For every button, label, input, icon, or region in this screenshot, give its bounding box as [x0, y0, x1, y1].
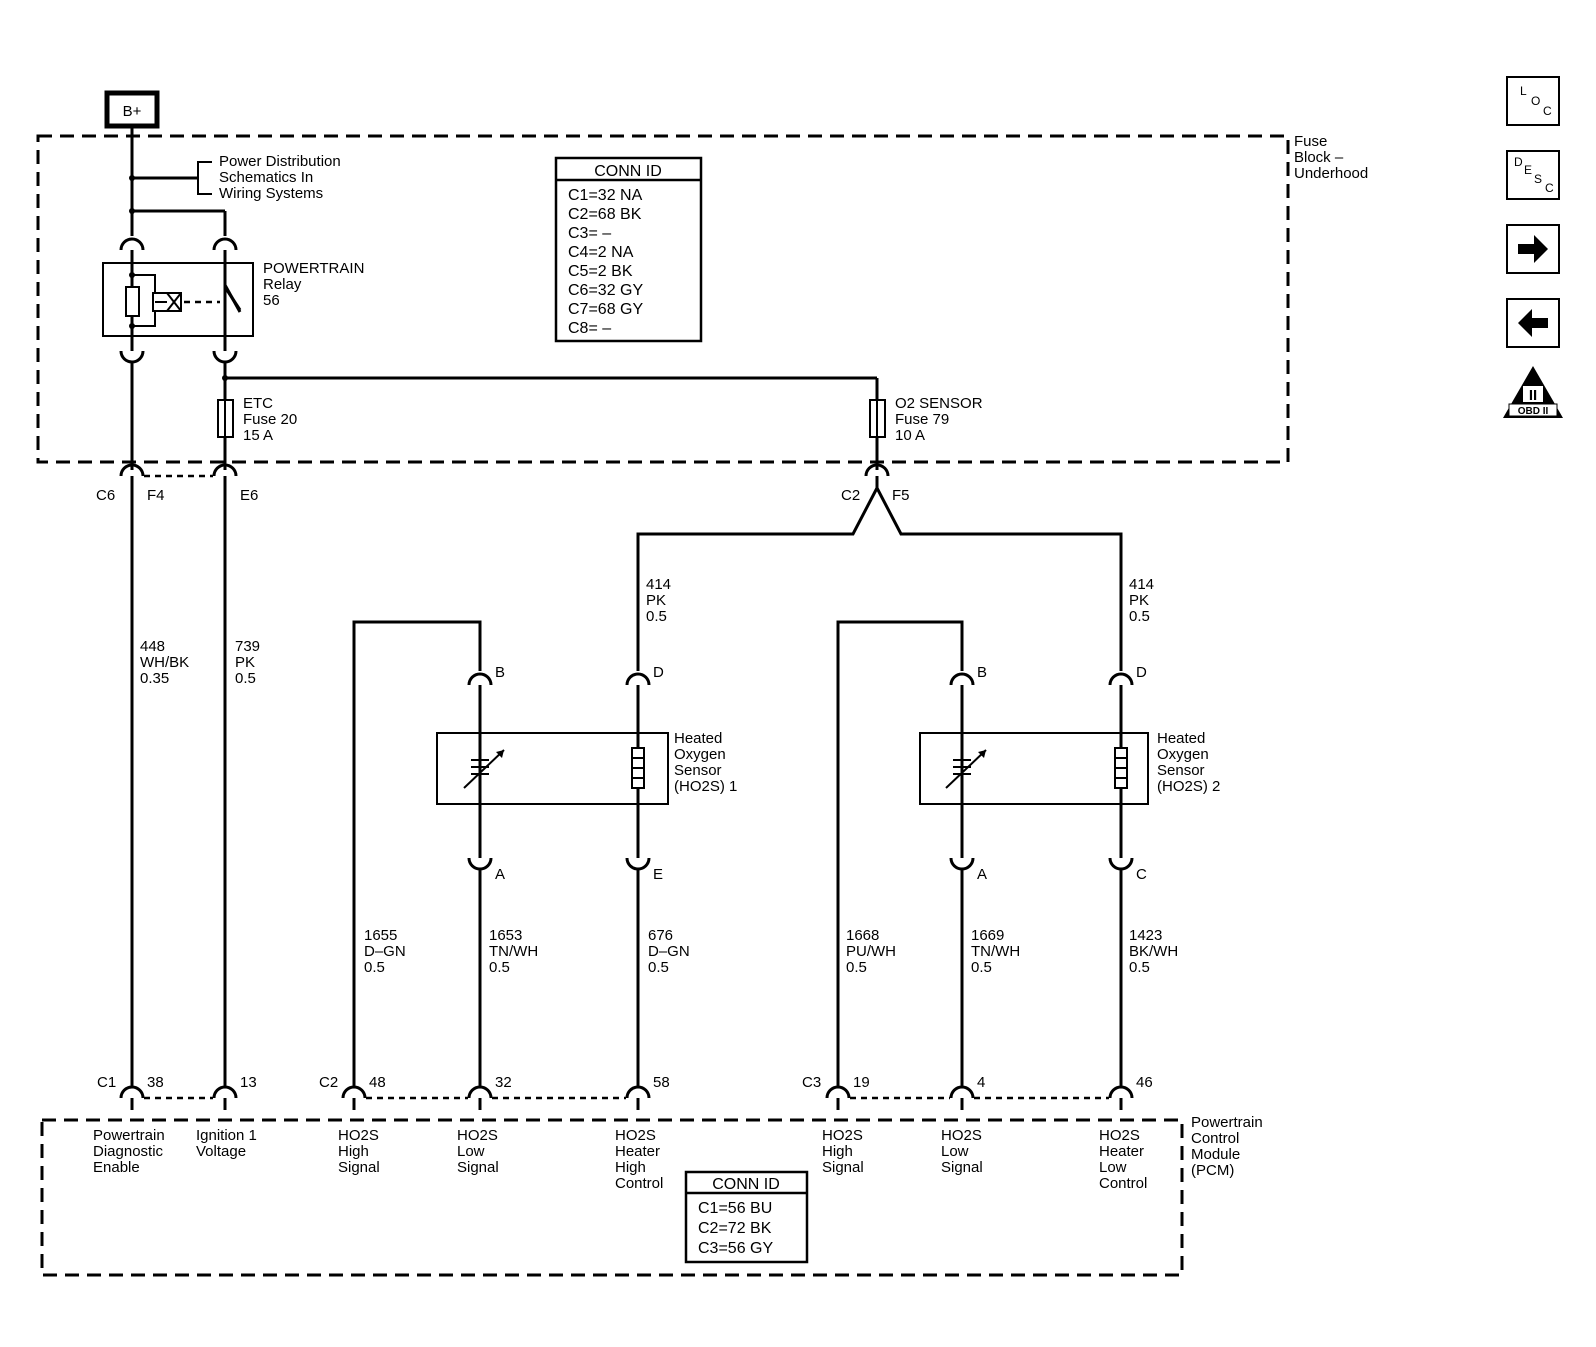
battery-label: B+ [123, 103, 142, 120]
ho2s-1-sensor [436, 732, 669, 805]
ho2s-2-pin-d: D [1136, 664, 1147, 681]
wire-1655-label: 1655 D–GN 0.5 [364, 927, 410, 976]
supply-wiring [129, 126, 227, 236]
ho2s-2-pin-c: C [1136, 866, 1147, 883]
pin-f4-label: F4 [147, 487, 165, 504]
wire-448-label: 448 WH/BK 0.35 [140, 638, 193, 687]
pcm-function-58: HO2S Heater High Control [615, 1127, 664, 1192]
previous-page-button[interactable] [1506, 298, 1560, 348]
desc-letter-c: C [1545, 181, 1554, 195]
powertrain-relay-label: POWERTRAIN Relay 56 [263, 260, 369, 309]
wire-1653-label: 1653 TN/WH 0.5 [489, 927, 542, 976]
ho2s-1-wiring [352, 620, 651, 1086]
fuse-block-connectors [119, 463, 1123, 1086]
obd-ii-icon: II OBD II [1503, 366, 1563, 418]
pcm-connectors [119, 1085, 1134, 1110]
desc-letter-e: E [1524, 163, 1533, 177]
pcm-pin-46: 46 [1136, 1074, 1153, 1091]
wire-1668-label: 1668 PU/WH 0.5 [846, 927, 900, 976]
wire-414-right-label: 414 PK 0.5 [1129, 576, 1158, 625]
ho2s-2-pin-b: B [977, 664, 987, 681]
wire-739-label: 739 PK 0.5 [235, 638, 264, 687]
pcm-pin-48: 48 [369, 1074, 386, 1091]
ho2s-2-pin-a: A [977, 866, 987, 883]
o2-sensor-fuse-label: O2 SENSOR Fuse 79 10 A [895, 395, 987, 444]
wire-1423-label: 1423 BK/WH 0.5 [1129, 927, 1182, 976]
pcm-connector-c3: C3 [802, 1074, 821, 1091]
ho2s-2-label: Heated Oxygen Sensor (HO2S) 2 [1157, 730, 1220, 795]
pcm-pin-4: 4 [977, 1074, 985, 1091]
etc-fuse [217, 399, 234, 438]
etc-fuse-label: ETC Fuse 20 15 A [243, 395, 301, 444]
next-page-button[interactable] [1506, 224, 1560, 274]
battery-positive: B+ [104, 90, 160, 129]
conn-id-rows: C1=32 NA C2=68 BK C3= – C4=2 NA C5=2 BK … [568, 187, 647, 337]
ho2s-2-wiring [836, 620, 1134, 1086]
pcm-function-4: HO2S Low Signal [941, 1127, 986, 1176]
fuse-block-label: Fuse Block – Underhood [1294, 133, 1368, 182]
loc-button[interactable]: L O C [1506, 76, 1560, 126]
loc-letter-c: C [1543, 104, 1552, 118]
desc-letter-d: D [1514, 155, 1523, 169]
power-distribution-reference: Power Distribution Schematics In Wiring … [219, 153, 345, 202]
conn-id-title: CONN ID [594, 163, 662, 180]
wire-676-label: 676 D–GN 0.5 [648, 927, 694, 976]
desc-letter-s: S [1534, 172, 1543, 186]
pcm-connector-c2: C2 [319, 1074, 338, 1091]
pcm-pin-38: 38 [147, 1074, 164, 1091]
conn-id-pcm-title: CONN ID [712, 1176, 780, 1193]
pcm-pin-58: 58 [653, 1074, 670, 1091]
conn-id-pcm-table: CONN ID C1=56 BU C2=72 BK C3=56 GY [684, 1170, 809, 1264]
obd-ii-label: OBD II [1518, 406, 1549, 417]
arrow-left-icon [1518, 309, 1548, 337]
pcm-function-32: HO2S Low Signal [457, 1127, 502, 1176]
connector-c2-label: C2 [841, 487, 860, 504]
pcm-boundary [40, 1118, 1184, 1277]
ho2s-1-pin-e: E [653, 866, 663, 883]
conn-id-fuse-block-table: CONN ID C1=32 NA C2=68 BK C3= – C4=2 NA … [554, 156, 703, 343]
ho2s-1-pin-b: B [495, 664, 505, 681]
pin-f5-label: F5 [892, 487, 910, 504]
loc-letter-l: L [1520, 84, 1527, 98]
wire-1669-label: 1669 TN/WH 0.5 [971, 927, 1024, 976]
obd-ii-button[interactable]: II OBD II [1501, 364, 1565, 420]
powertrain-relay [102, 237, 254, 364]
pcm-function-19: HO2S High Signal [822, 1127, 867, 1176]
pcm-pin-32: 32 [495, 1074, 512, 1091]
ho2s-1-label: Heated Oxygen Sensor (HO2S) 1 [674, 730, 737, 795]
ho2s-1-pin-a: A [495, 866, 505, 883]
loc-letter-o: O [1531, 94, 1541, 108]
pin-e6-label: E6 [240, 487, 258, 504]
pcm-function-38: Powertrain Diagnostic Enable [93, 1127, 169, 1176]
pcm-function-13: Ignition 1 Voltage [196, 1127, 261, 1160]
wire-414-left-label: 414 PK 0.5 [646, 576, 675, 625]
pcm-connector-c1: C1 [97, 1074, 116, 1091]
o2-sensor-fuse [869, 399, 886, 438]
ho2s-1-pin-d: D [653, 664, 664, 681]
ho2s-2-sensor [919, 732, 1149, 805]
obd-ii-numeral: II [1529, 387, 1537, 404]
arrow-right-icon [1518, 235, 1548, 263]
pcm-pin-13: 13 [240, 1074, 257, 1091]
pcm-function-48: HO2S High Signal [338, 1127, 383, 1176]
pcm-function-46: HO2S Heater Low Control [1099, 1127, 1148, 1192]
desc-button[interactable]: D E S C [1506, 150, 1560, 200]
fuse-block-boundary [36, 134, 1290, 464]
pcm-label: Powertrain Control Module (PCM) [1191, 1114, 1267, 1179]
conn-id-pcm-rows: C1=56 BU C2=72 BK C3=56 GY [698, 1200, 777, 1257]
pcm-pin-19: 19 [853, 1074, 870, 1091]
connector-c6-label: C6 [96, 487, 115, 504]
